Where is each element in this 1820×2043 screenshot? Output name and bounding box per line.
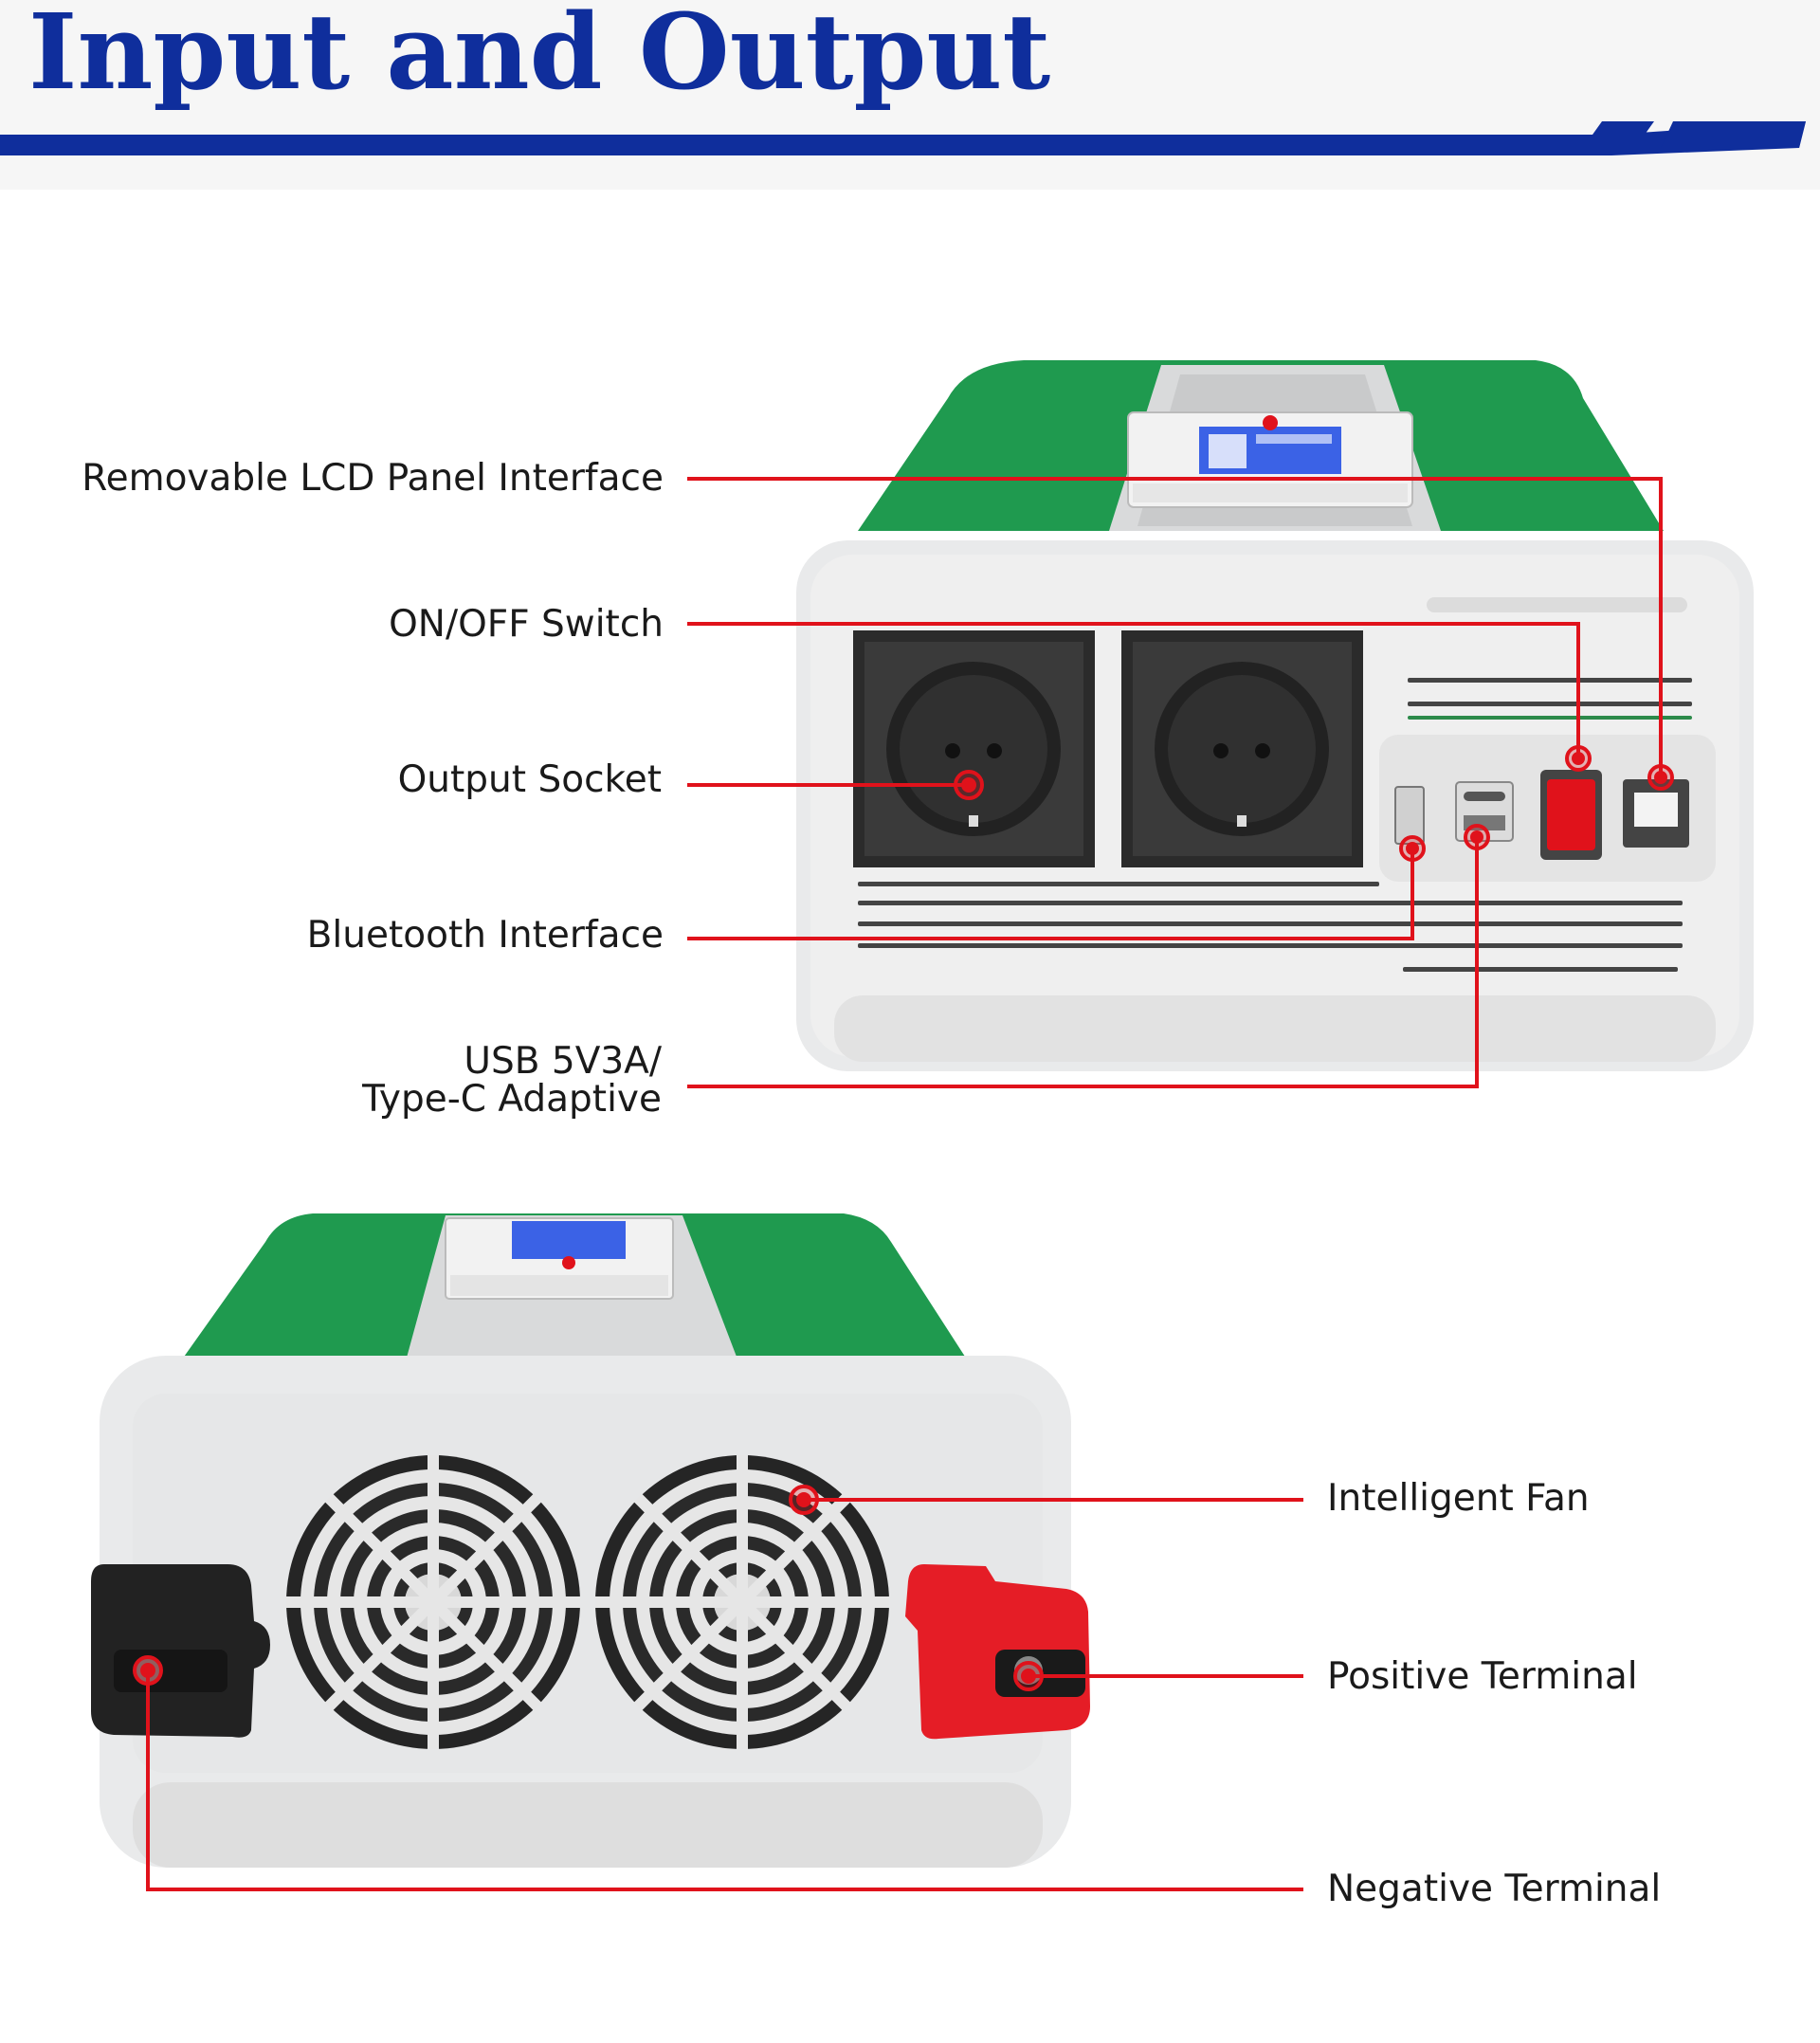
- label-usb-type-c: USB 5V3A/ Type-C Adaptive: [362, 1043, 662, 1119]
- negative-terminal: [91, 1564, 270, 1738]
- label-output-socket: Output Socket: [397, 758, 662, 801]
- fan-right: [595, 1455, 889, 1749]
- label-bluetooth-interface: Bluetooth Interface: [306, 914, 664, 957]
- negative-callout-line: [146, 1670, 1303, 1891]
- usb-a-port: [1394, 786, 1425, 845]
- rear-callout-lines: [133, 1485, 1303, 1891]
- output-socket-left: [853, 630, 1095, 867]
- header-divider: [0, 121, 1806, 155]
- label-on-off-switch: ON/OFF Switch: [389, 603, 664, 646]
- positive-terminal: [905, 1564, 1090, 1740]
- bluetooth-callout-line: [687, 848, 1414, 940]
- rear-lcd-screen: [512, 1221, 626, 1259]
- switch-callout-line: [687, 622, 1580, 758]
- front-callout-lines: [687, 477, 1674, 1088]
- fan-left: [286, 1455, 580, 1749]
- label-usb-line-1: USB 5V3A/: [464, 1040, 662, 1083]
- front-inverter-image: [796, 360, 1754, 1071]
- label-positive-terminal: Positive Terminal: [1327, 1655, 1638, 1698]
- label-intelligent-fan: Intelligent Fan: [1327, 1477, 1590, 1520]
- label-removable-lcd-panel: Removable LCD Panel Interface: [82, 457, 664, 500]
- lcd-callout-line: [687, 477, 1663, 777]
- label-usb-line-2: Type-C Adaptive: [362, 1078, 662, 1121]
- page-title: Input and Output: [28, 0, 1051, 113]
- output-socket-right: [1121, 630, 1363, 867]
- rear-inverter-image: [91, 1213, 1090, 1868]
- usb-callout-line: [687, 837, 1479, 1088]
- label-negative-terminal: Negative Terminal: [1327, 1868, 1662, 1910]
